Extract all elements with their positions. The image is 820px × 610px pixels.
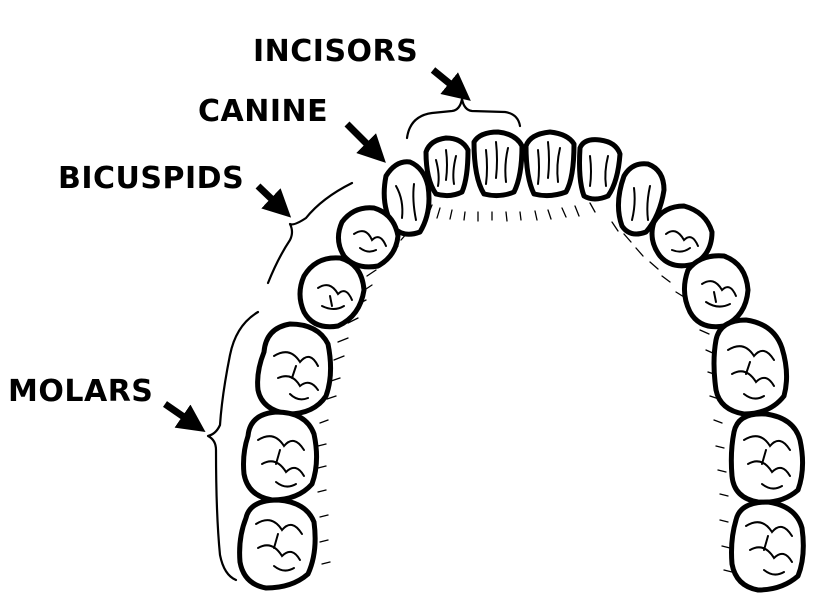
canine-arrow <box>344 121 386 163</box>
canine-label: CANINE <box>198 94 329 129</box>
bicuspids-arrow <box>255 183 292 218</box>
molars-brace <box>206 310 260 582</box>
molar-right-3 <box>729 499 806 593</box>
incisor-teeth <box>423 129 623 202</box>
molars-arrow <box>163 401 206 432</box>
incisor-3 <box>523 129 577 199</box>
bicuspids-label: BICUSPIDS <box>58 161 245 196</box>
incisors-brace <box>405 97 522 140</box>
bicuspid-left-1 <box>336 205 401 270</box>
bicuspids-brace <box>266 181 354 285</box>
bicuspid-right-2 <box>682 253 751 330</box>
bicuspid-left-2 <box>297 255 367 330</box>
canine-teeth <box>381 159 667 237</box>
incisors-label: INCISORS <box>253 34 419 69</box>
molar-left-2 <box>241 409 320 503</box>
incisors-arrow <box>430 67 471 101</box>
molar-right-1 <box>711 317 790 417</box>
incisor-4 <box>577 137 623 202</box>
incisor-2 <box>471 129 525 199</box>
molar-left-3 <box>237 497 318 591</box>
molar-teeth <box>237 317 806 593</box>
bicuspid-teeth <box>297 203 751 330</box>
molars-label: MOLARS <box>8 374 154 409</box>
molar-right-2 <box>728 411 806 505</box>
canine-right <box>616 161 667 237</box>
